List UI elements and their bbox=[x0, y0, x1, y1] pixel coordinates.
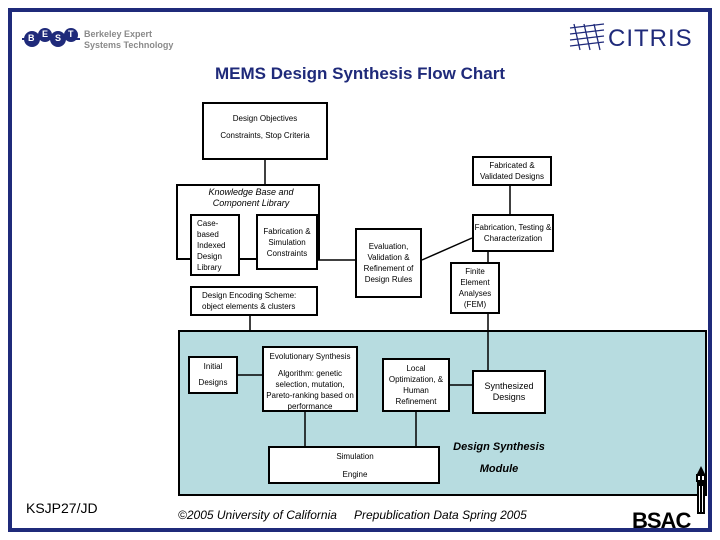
fab-sim-constraints-box: Fabrication & Simulation Constraints bbox=[256, 214, 318, 270]
best-letter-t: T bbox=[68, 29, 74, 39]
design-objectives-label: Design Objectives bbox=[232, 114, 298, 123]
module-label-line-2: Module bbox=[479, 463, 519, 475]
initial-label: Initial bbox=[203, 362, 223, 371]
best-logo-line-1: Berkeley Expert bbox=[84, 29, 153, 39]
best-letter-b: B bbox=[28, 33, 35, 43]
copyright-text: ©2005 University of California bbox=[178, 508, 337, 522]
simulation-engine-box bbox=[268, 446, 440, 484]
prepublication-text: Prepublication Data Spring 2005 bbox=[354, 508, 527, 522]
page-title: MEMS Design Synthesis Flow Chart bbox=[215, 64, 505, 83]
evolutionary-synthesis-box bbox=[262, 346, 358, 412]
citris-logo-text: CITRIS bbox=[608, 25, 693, 52]
designs-label: Designs bbox=[198, 378, 228, 387]
design-objectives-box bbox=[202, 102, 328, 160]
evolutionary-synthesis-label: Evolutionary Synthesis bbox=[269, 352, 351, 361]
best-logo: B E S T bbox=[22, 26, 80, 52]
slide-frame bbox=[8, 8, 712, 532]
engine-label: Engine bbox=[342, 470, 368, 479]
citris-logo-icon bbox=[569, 23, 605, 51]
synthesized-designs-box: Synthesized Designs bbox=[472, 370, 546, 414]
fea-box: Finite Element Analyses (FEM) bbox=[450, 262, 500, 314]
bsac-logo: BSAC bbox=[632, 508, 691, 533]
initial-designs-box bbox=[188, 356, 238, 394]
module-label-line-1: Design Synthesis bbox=[453, 441, 545, 453]
knowledge-base-title: Knowledge Base and Component Library bbox=[208, 187, 294, 208]
case-based-library-box: Case-based Indexed Design Library bbox=[190, 214, 240, 276]
fabricated-designs-box: Fabricated & Validated Designs bbox=[472, 156, 552, 186]
local-optimization-box: Local Optimization, & Human Refinement bbox=[382, 358, 450, 412]
campanile-icon bbox=[696, 466, 706, 514]
best-letter-e: E bbox=[42, 29, 49, 39]
best-letter-s: S bbox=[55, 33, 62, 43]
fab-testing-box: Fabrication, Testing & Characterization bbox=[472, 214, 554, 252]
constraints-label: Constraints, Stop Criteria bbox=[220, 131, 310, 140]
best-logo-icon bbox=[22, 28, 80, 47]
algorithm-label: Algorithm: genetic selection, mutation, … bbox=[266, 369, 354, 411]
author-code: KSJP27/JD bbox=[26, 500, 98, 516]
evaluation-box: Evaluation, Validation & Refinement of D… bbox=[355, 228, 422, 298]
best-logo-line-2: Systems Technology bbox=[84, 40, 174, 50]
simulation-label: Simulation bbox=[336, 452, 374, 461]
design-encoding-box: Design Encoding Scheme: object elements … bbox=[190, 286, 318, 316]
